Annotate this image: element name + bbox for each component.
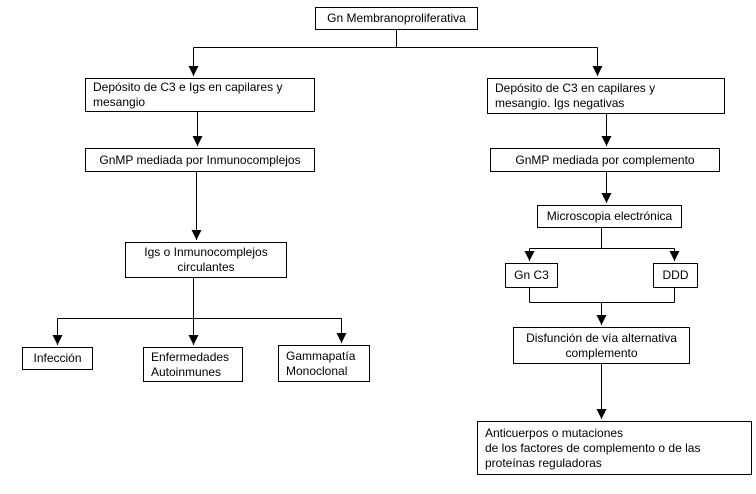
node-ddd-label: DDD (662, 268, 689, 282)
node-infeccion-label: Infección (33, 351, 82, 365)
node-gn-c3: Gn C3 (505, 263, 558, 288)
node-left-gnmp-label: GnMP mediada por Inmunocomplejos (99, 152, 301, 167)
node-root: Gn Membranoproliferativa (315, 7, 478, 30)
node-disfuncion: Disfunción de vía alternativa complement… (513, 327, 690, 364)
node-gn-c3-label: Gn C3 (514, 268, 549, 282)
node-right-deposito: Depósito de C3 en capilares y mesangio. … (487, 78, 725, 114)
node-enfermedades-label: Enfermedades Autoinmunes (151, 349, 230, 379)
node-left-gnmp: GnMP mediada por Inmunocomplejos (85, 148, 315, 172)
node-left-deposito: Depósito de C3 e Igs en capilares y mesa… (85, 78, 315, 112)
node-right-gnmp: GnMP mediada por complemento (490, 148, 720, 172)
node-microscopia-label: Microscopia electrónica (546, 209, 673, 223)
node-disfuncion-label: Disfunción de vía alternativa complement… (526, 330, 677, 360)
node-infeccion: Infección (22, 347, 93, 370)
node-left-deposito-label: Depósito de C3 e Igs en capilares y mesa… (93, 80, 283, 109)
node-right-deposito-label: Depósito de C3 en capilares y mesangio. … (495, 81, 656, 110)
node-ddd: DDD (653, 263, 698, 288)
node-root-label: Gn Membranoproliferativa (327, 11, 466, 25)
node-igs-circulantes-label: Igs o Inmunocomplejos circulantes (144, 245, 268, 274)
node-anticuerpos-label: Anticuerpos o mutaciones de los factores… (485, 425, 701, 470)
node-microscopia: Microscopia electrónica (537, 205, 682, 228)
node-anticuerpos: Anticuerpos o mutaciones de los factores… (477, 421, 752, 475)
node-right-gnmp-label: GnMP mediada por complemento (515, 152, 695, 167)
node-gammapatia-label: Gammapatía Monoclonal (286, 348, 356, 378)
node-gammapatia: Gammapatía Monoclonal (278, 345, 370, 382)
node-enfermedades: Enfermedades Autoinmunes (143, 347, 243, 382)
node-igs-circulantes: Igs o Inmunocomplejos circulantes (125, 242, 287, 278)
